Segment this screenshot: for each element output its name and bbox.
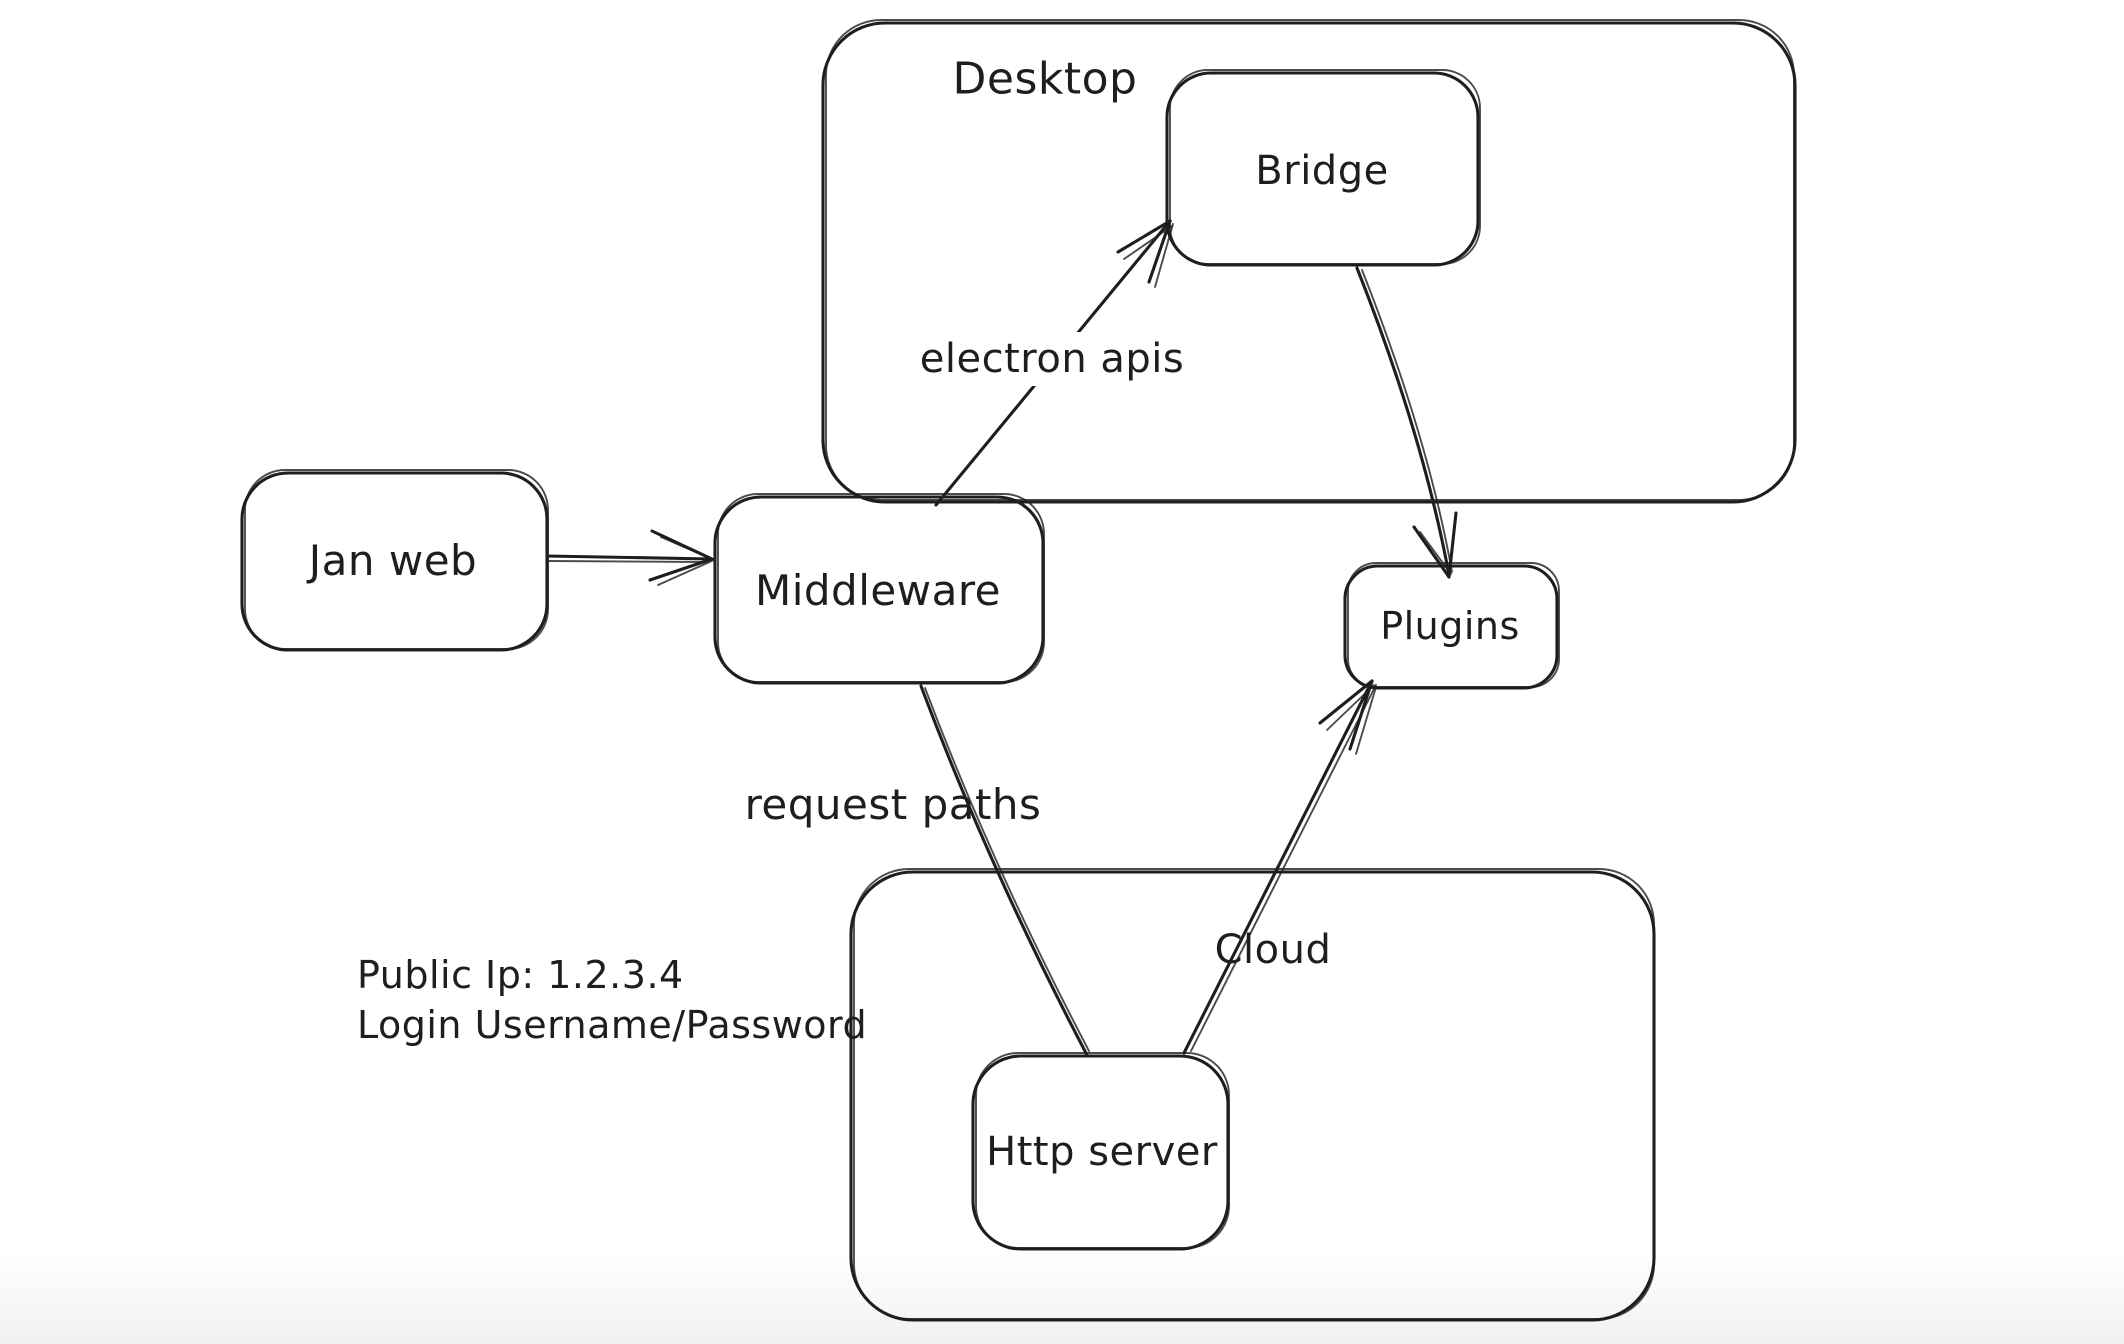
bridge-box-shape[interactable]: [1165, 69, 1481, 267]
cloud-label[interactable]: Cloud: [1214, 927, 1332, 973]
http-server-box-shape[interactable]: [971, 1052, 1230, 1251]
bridge-label[interactable]: Bridge: [1255, 148, 1389, 194]
line-middleware-to-http-server[interactable]: [919, 684, 1090, 1057]
plugins-label[interactable]: Plugins: [1380, 604, 1520, 649]
middleware-box-shape[interactable]: [713, 493, 1045, 685]
arrow-bridge-to-plugins[interactable]: [1355, 266, 1458, 579]
credentials-note[interactable]: Public Ip: 1.2.3.4 Login Username/Passwo…: [357, 950, 867, 1050]
public-ip-text[interactable]: Public Ip: 1.2.3.4: [357, 953, 684, 997]
arrow-http-server-to-plugins[interactable]: [1182, 679, 1377, 1055]
cloud-container-shape[interactable]: [849, 868, 1656, 1322]
request-paths-edge-label[interactable]: request paths: [744, 779, 1042, 829]
desktop-container-shape[interactable]: [821, 19, 1797, 504]
login-text[interactable]: Login Username/Password: [357, 1003, 868, 1047]
desktop-label[interactable]: Desktop: [952, 53, 1138, 105]
jan-web-label[interactable]: Jan web: [308, 535, 478, 585]
middleware-label[interactable]: Middleware: [754, 565, 1002, 615]
jan-web-box-shape[interactable]: [240, 469, 549, 652]
electron-apis-edge-label[interactable]: electron apis: [909, 332, 1195, 386]
http-server-label[interactable]: Http server: [986, 1129, 1218, 1175]
arrow-jan-web-to-middleware[interactable]: [545, 529, 715, 586]
